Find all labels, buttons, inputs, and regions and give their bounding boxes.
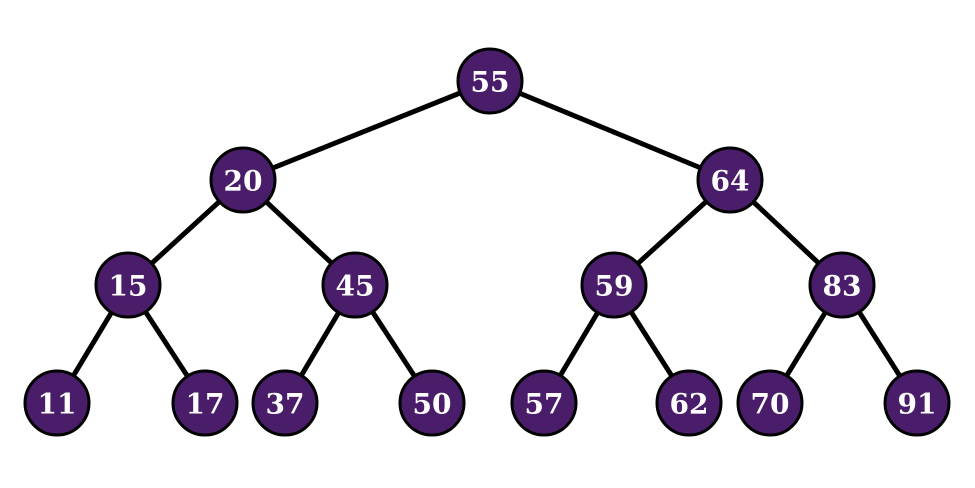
- tree-edges: [54, 78, 920, 406]
- node-circle: [398, 369, 466, 437]
- node-label: 91: [898, 388, 937, 421]
- tree-node-64: 64: [696, 146, 764, 214]
- node-label: 20: [224, 165, 263, 198]
- node-circle: [456, 47, 524, 115]
- tree-node-70: 70: [736, 369, 804, 437]
- edge-55-20: [240, 78, 493, 183]
- node-circle: [883, 369, 951, 437]
- tree-node-20: 20: [209, 146, 277, 214]
- tree-node-11: 11: [23, 369, 91, 437]
- tree-node-91: 91: [883, 369, 951, 437]
- tree-node-57: 57: [510, 369, 578, 437]
- tree-node-37: 37: [251, 369, 319, 437]
- node-circle: [23, 369, 91, 437]
- tree-nodes: 55 20 64 15 45 59 83 11 17 37 50 57 62 70 91: [23, 47, 951, 437]
- tree-node-83: 83: [808, 251, 876, 319]
- node-circle: [808, 251, 876, 319]
- node-circle: [736, 369, 804, 437]
- node-label: 57: [525, 388, 564, 421]
- node-label: 37: [266, 388, 305, 421]
- node-label: 55: [471, 66, 510, 99]
- node-circle: [251, 369, 319, 437]
- node-label: 50: [413, 388, 452, 421]
- node-label: 64: [711, 165, 750, 198]
- node-circle: [655, 369, 723, 437]
- node-label: 45: [336, 270, 375, 303]
- tree-node-62: 62: [655, 369, 723, 437]
- tree-node-15: 15: [94, 251, 162, 319]
- tree-node-55: 55: [456, 47, 524, 115]
- node-circle: [209, 146, 277, 214]
- tree-node-45: 45: [321, 251, 389, 319]
- node-circle: [321, 251, 389, 319]
- node-label: 83: [823, 270, 862, 303]
- node-label: 70: [751, 388, 790, 421]
- tree-node-50: 50: [398, 369, 466, 437]
- node-label: 62: [670, 388, 709, 421]
- node-label: 17: [186, 388, 225, 421]
- node-circle: [510, 369, 578, 437]
- node-label: 15: [109, 270, 148, 303]
- edge-55-64: [487, 78, 733, 183]
- node-circle: [171, 369, 239, 437]
- tree-node-59: 59: [580, 251, 648, 319]
- tree-node-17: 17: [171, 369, 239, 437]
- node-circle: [696, 146, 764, 214]
- node-circle: [94, 251, 162, 319]
- node-label: 59: [595, 270, 634, 303]
- node-circle: [580, 251, 648, 319]
- node-label: 11: [38, 388, 77, 421]
